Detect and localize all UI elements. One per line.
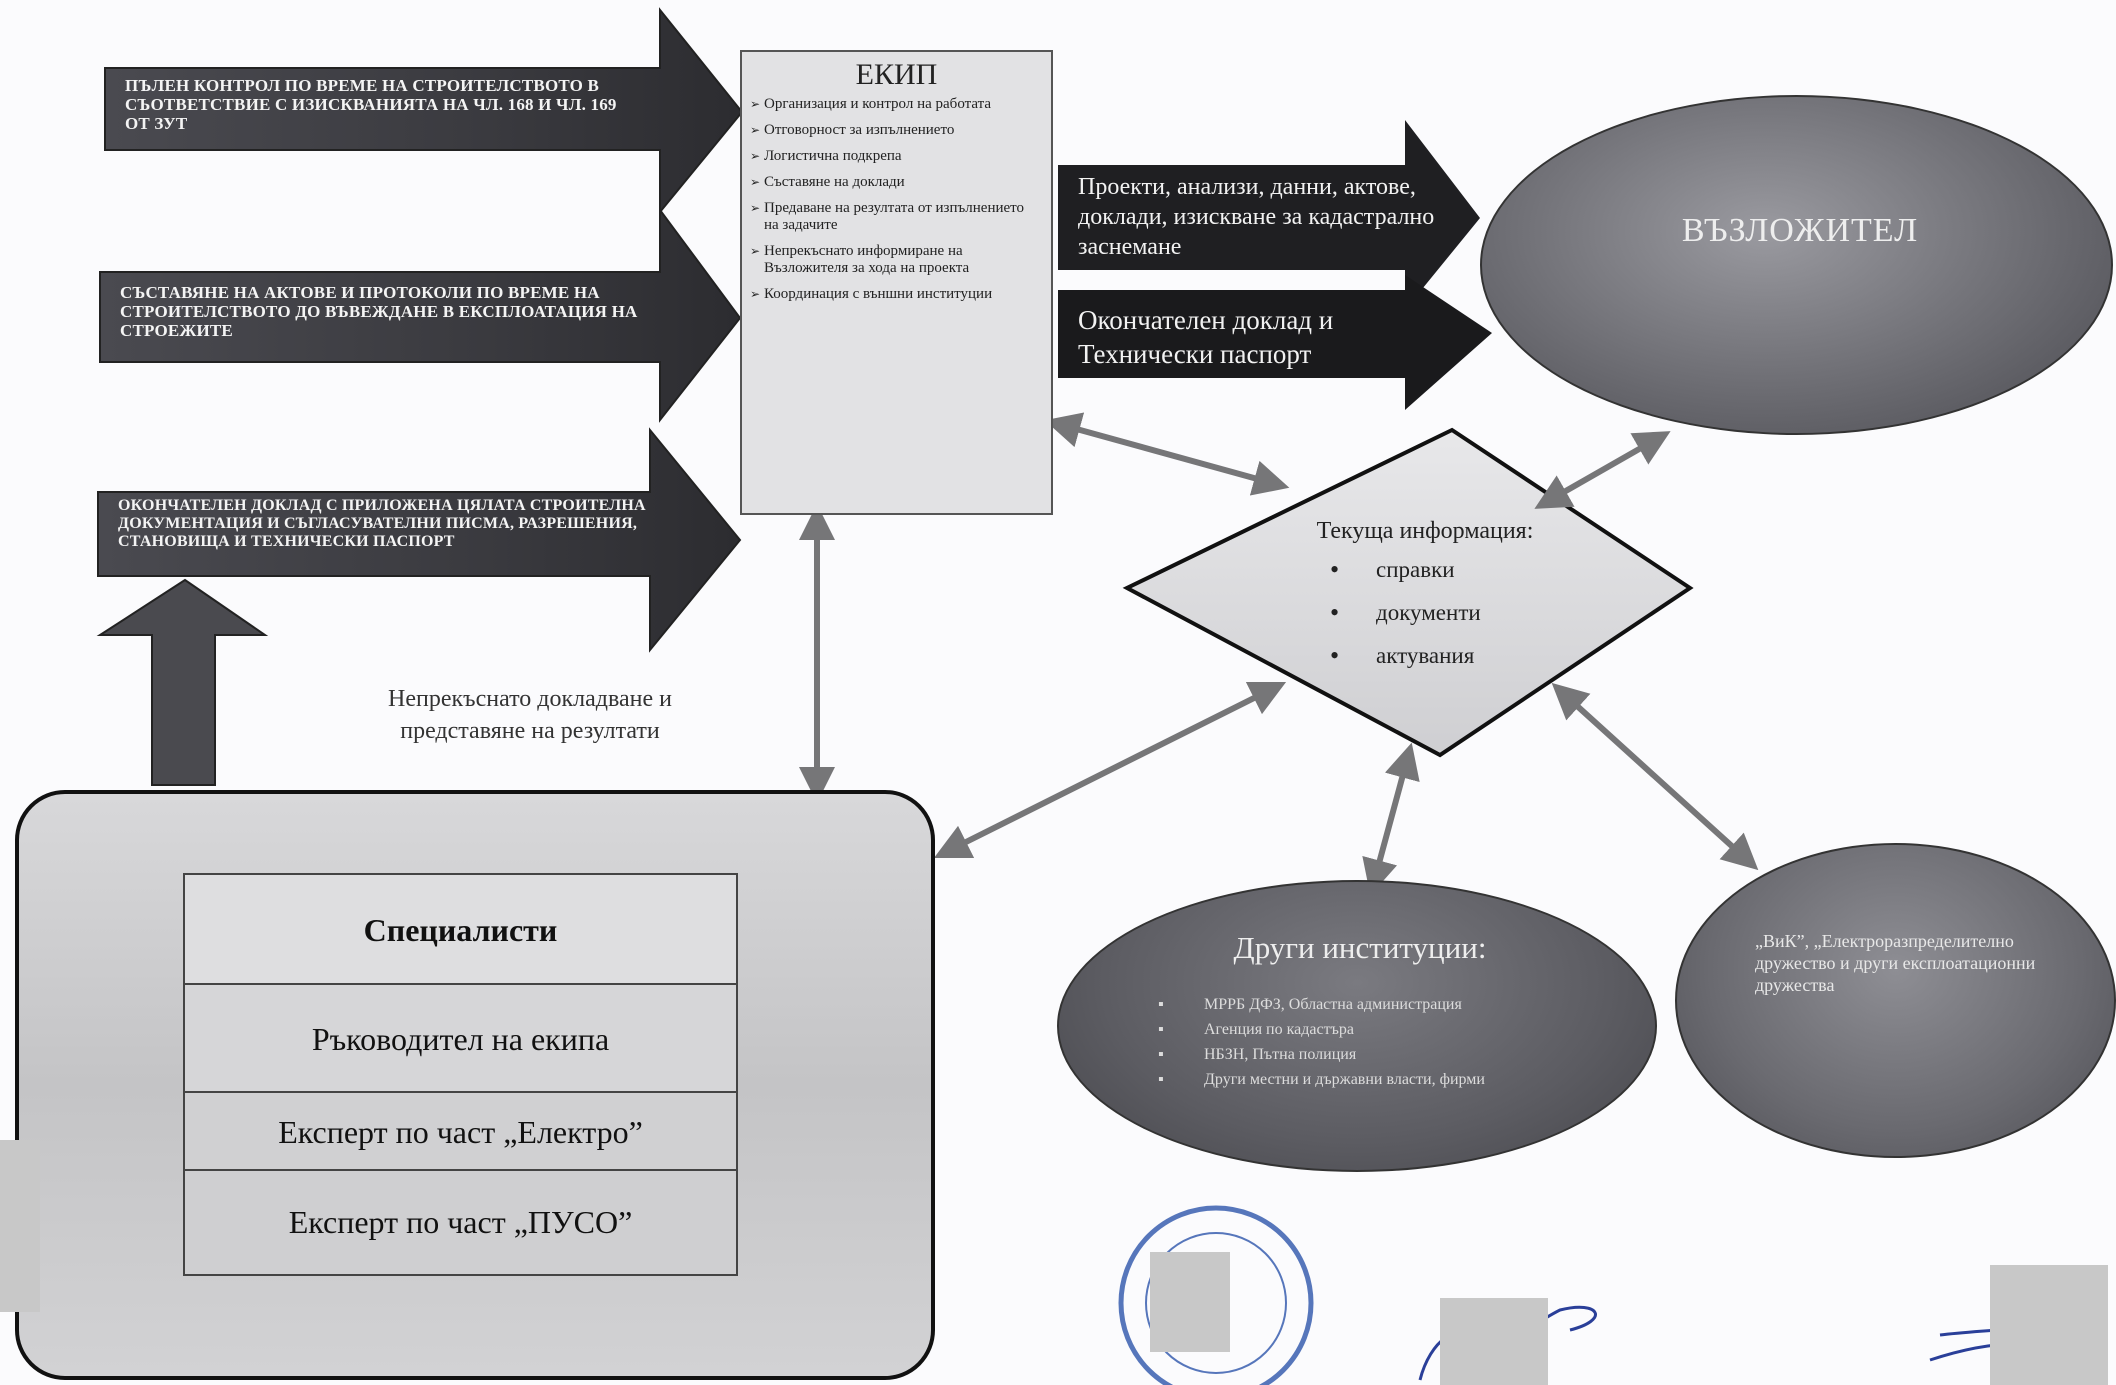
specialists-header: Специалисти <box>185 875 736 985</box>
stamp <box>1118 1205 1314 1385</box>
info-item: актувания <box>1320 634 1481 677</box>
team-title: ЕКИП <box>855 58 938 91</box>
redaction-block <box>1990 1265 2108 1385</box>
info-item: справки <box>1320 548 1481 591</box>
utilities-label: „ВиК”, „Електроразпределително дружество… <box>1755 931 2036 995</box>
institution-item: Агенция по кадастъра <box>1150 1020 1570 1040</box>
team-box: ЕКИП Организация и контрол на работата О… <box>740 50 1053 515</box>
institution-item: Други местни и държавни власти, фирми <box>1150 1070 1570 1090</box>
utilities-ellipse <box>1675 843 2116 1158</box>
institutions-list: МРРБ ДФЗ, Областна администрация Агенция… <box>1150 995 1570 1095</box>
team-item: Отговорност за изпълнението <box>750 122 1041 139</box>
team-responsibilities: Организация и контрол на работата Отгово… <box>750 96 1041 303</box>
team-item: Съставяне на доклади <box>750 174 1041 191</box>
institutions-title: Други институции: <box>1233 930 1487 965</box>
input-arrow-3 <box>97 427 742 653</box>
client-ellipse <box>1480 95 2113 435</box>
output-arrow-2 <box>1058 275 1492 410</box>
team-item: Координация с външни институции <box>750 286 1041 303</box>
input-arrow-2 <box>99 206 742 423</box>
info-list: справки документи актувания <box>1320 548 1481 677</box>
redaction-block <box>1150 1252 1230 1352</box>
reporting-caption: Непрекъснато докладване и представяне на… <box>388 686 672 744</box>
conn-diamond-client <box>1534 431 1671 509</box>
team-item: Логистична подкрепа <box>750 148 1041 165</box>
institution-item: НБЗН, Пътна полиция <box>1150 1045 1570 1065</box>
input-arrow-3-label: ОКОНЧАТЕЛЕН ДОКЛАД С ПРИЛОЖЕНА ЦЯЛАТА СТ… <box>118 497 646 550</box>
redaction-block <box>1440 1298 1548 1385</box>
team-item: Предаване на резултата от изпълнението н… <box>750 200 1041 234</box>
input-arrow-1-label: ПЪЛЕН КОНТРОЛ ПО ВРЕМЕ НА СТРОИТЕЛСТВОТО… <box>125 76 617 133</box>
up-arrow <box>96 578 269 786</box>
conn-team-diamond <box>1044 412 1290 496</box>
input-arrow-2-label: СЪСТАВЯНЕ НА АКТОВЕ И ПРОТОКОЛИ ПО ВРЕМЕ… <box>120 283 638 340</box>
institution-item: МРРБ ДФЗ, Областна администрация <box>1150 995 1570 1015</box>
client-label: ВЪЗЛОЖИТЕЛ <box>1681 212 1919 249</box>
conn-diamond-utilities <box>1551 682 1759 871</box>
conn-specialists-diamond <box>933 681 1287 859</box>
specialist-row: Експерт по част „Електро” <box>185 1093 736 1171</box>
redaction-block <box>0 1140 40 1312</box>
specialist-row: Ръководител на екипа <box>185 985 736 1093</box>
team-item: Организация и контрол на работата <box>750 96 1041 113</box>
output-arrow-1-label: Проекти, анализи, данни, актове, доклади… <box>1078 174 1435 260</box>
output-arrow-1 <box>1058 120 1480 310</box>
input-arrow-1 <box>104 7 744 215</box>
specialists-table: Специалисти Ръководител на екипа Експерт… <box>183 873 738 1276</box>
info-item: документи <box>1320 591 1481 634</box>
conn-diamond-institutions <box>1362 742 1420 896</box>
team-item: Непрекъснато информиране на Възложителя … <box>750 243 1041 277</box>
specialist-row: Експерт по част „ПУСО” <box>185 1171 736 1274</box>
output-arrow-2-label: Окончателен доклад и Технически паспорт <box>1078 305 1334 369</box>
info-title: Текуща информация: <box>1316 518 1534 544</box>
